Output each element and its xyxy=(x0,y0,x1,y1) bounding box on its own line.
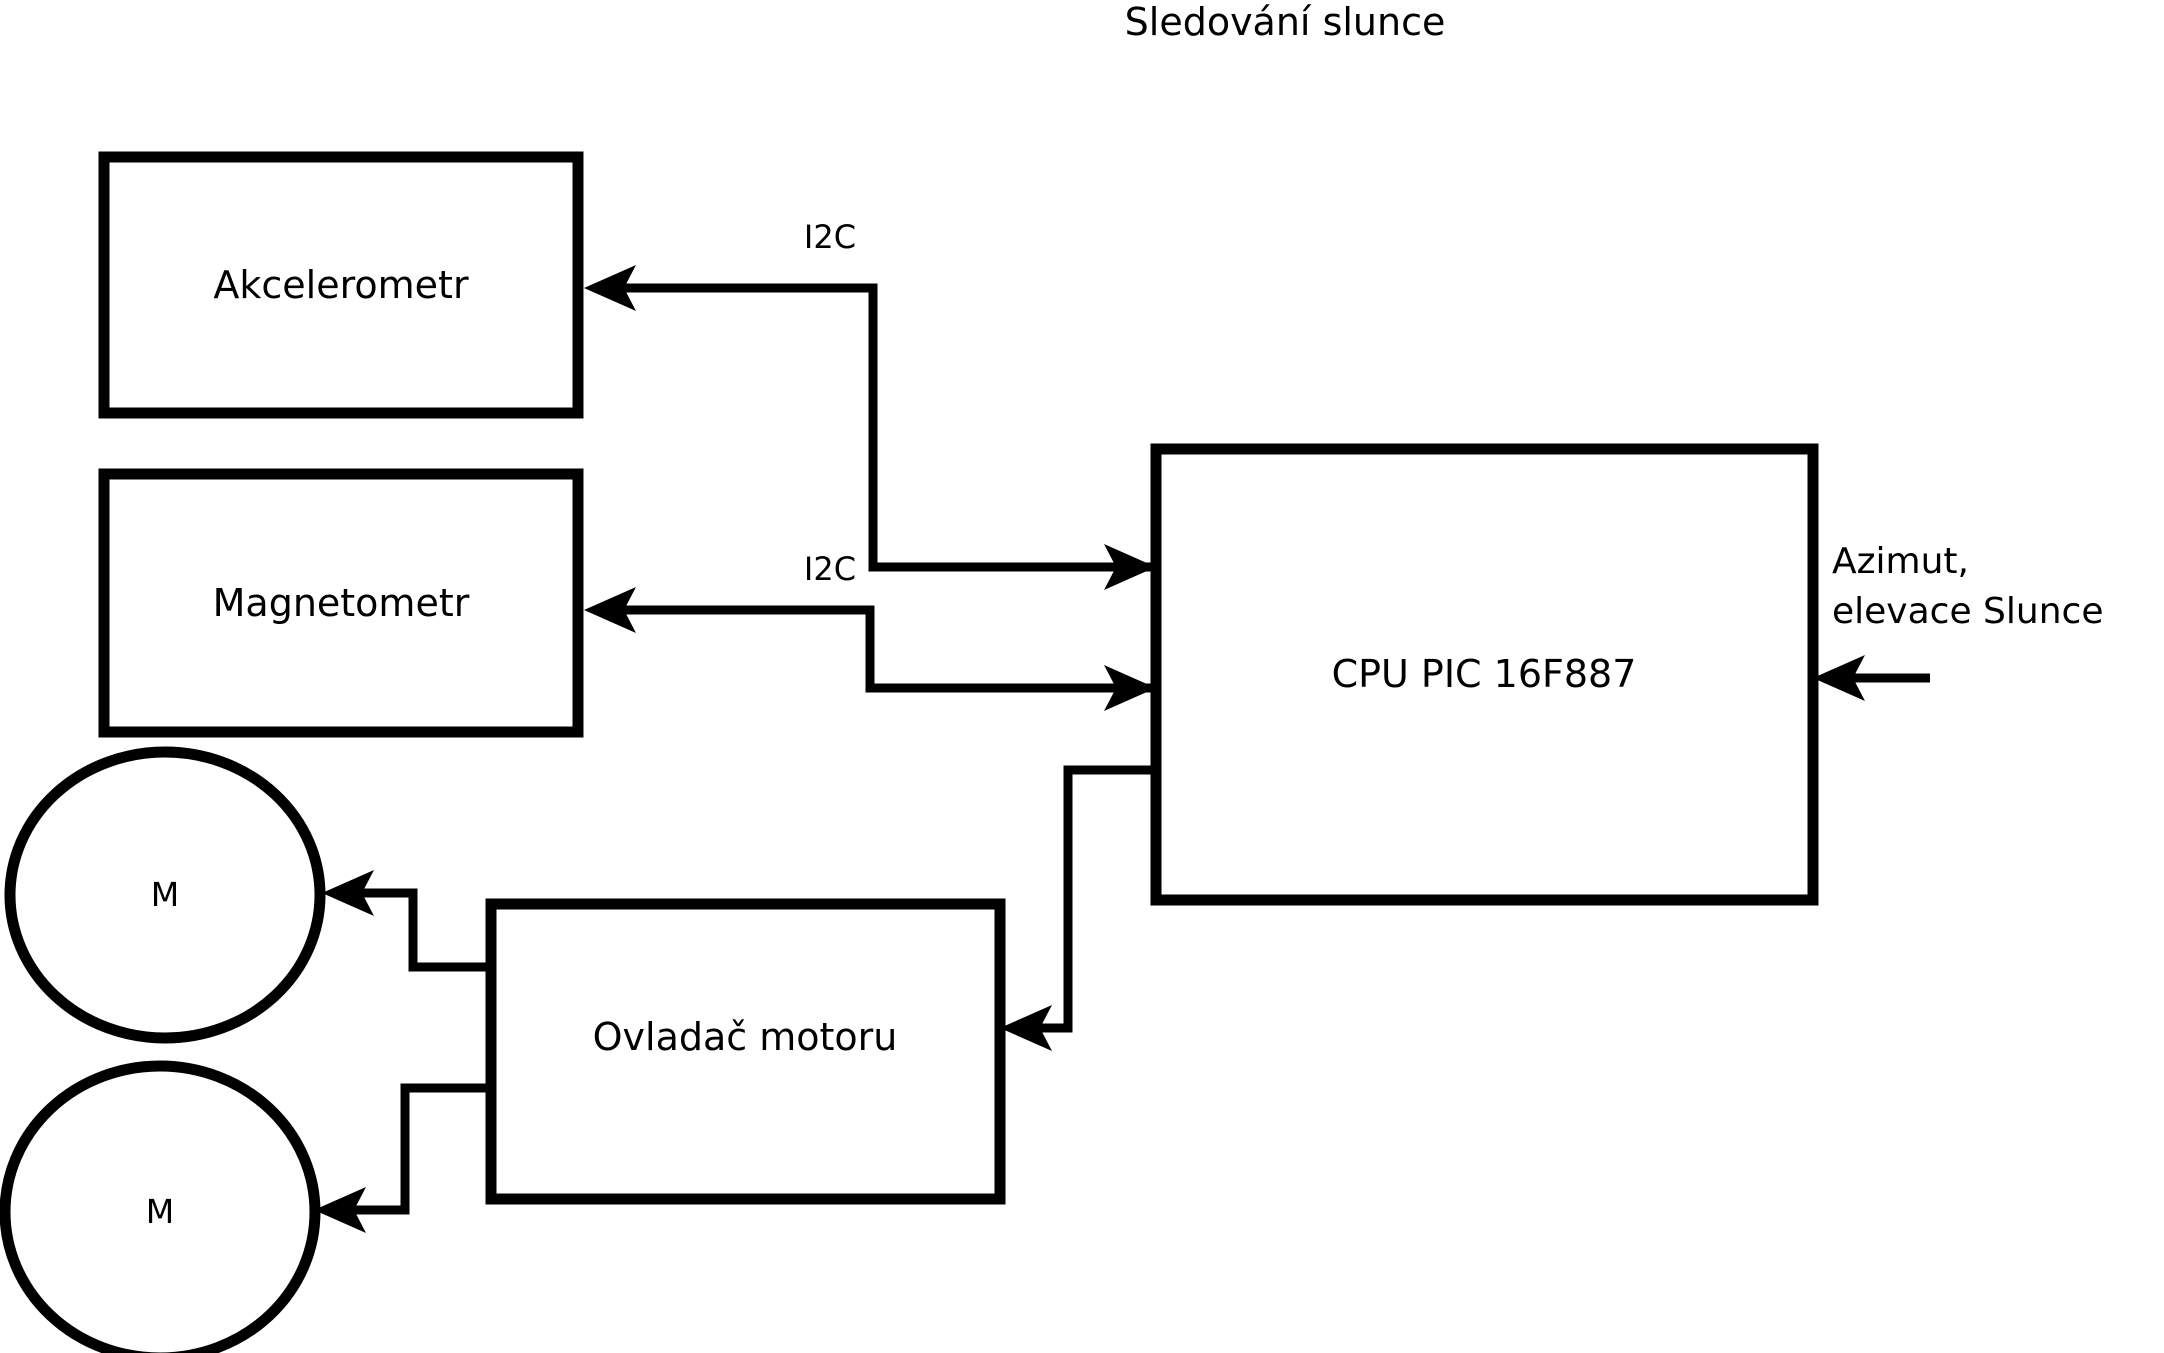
arrowhead-to-cpu-upper xyxy=(1104,544,1156,590)
cpu-box[interactable] xyxy=(1150,443,1819,906)
edge-label-i2c-accelerometer: I2C xyxy=(804,218,856,256)
arrowhead-to-motor-driver xyxy=(1000,1005,1052,1051)
node-cpu[interactable]: CPU PIC 16F887 xyxy=(1150,443,1819,906)
connector-cpu-to-motor-driver xyxy=(1000,765,1156,1051)
connector-motor-driver-to-motor-1 xyxy=(322,870,491,972)
magnetometer-box[interactable] xyxy=(98,468,584,738)
arrowhead-to-motor-2 xyxy=(314,1187,366,1233)
sun-input-label-line1: Azimut, xyxy=(1832,541,1969,582)
node-motor-driver[interactable]: Ovladač motoru xyxy=(485,898,1006,1205)
cpu-label: CPU PIC 16F887 xyxy=(1332,652,1637,696)
node-magnetometer[interactable]: Magnetometr xyxy=(98,468,584,738)
connector-magnetometer-to-cpu xyxy=(870,665,1156,711)
motor-driver-label: Ovladač motoru xyxy=(593,1015,898,1059)
motor-1-circle[interactable] xyxy=(4,746,326,1044)
arrowhead-sun-input xyxy=(1813,655,1865,701)
connector-sun-input-to-cpu xyxy=(1813,655,1930,701)
arrowhead-to-motor-1 xyxy=(322,870,374,916)
motor-1-label: M xyxy=(151,875,179,914)
motor-driver-box[interactable] xyxy=(485,898,1006,1205)
motor-2-label: M xyxy=(146,1192,174,1231)
magnetometer-label: Magnetometr xyxy=(213,581,470,625)
sun-input-label-line2: elevace Slunce xyxy=(1832,591,2103,632)
accelerometer-box[interactable] xyxy=(98,151,584,419)
accelerometer-label: Akcelerometr xyxy=(213,263,469,307)
connector-cpu-to-magnetometer xyxy=(584,587,1156,693)
node-motor-1[interactable]: M xyxy=(4,746,326,1044)
arrowhead-to-magnetometer xyxy=(584,587,636,633)
connector-motor-driver-to-motor-2 xyxy=(314,1083,491,1233)
connector-cpu-to-accelerometer xyxy=(584,265,1156,572)
arrowhead-to-accelerometer xyxy=(584,265,636,311)
node-motor-2[interactable]: M xyxy=(0,1060,321,1353)
connector-accelerometer-to-cpu xyxy=(873,544,1156,590)
arrowhead-to-cpu-lower xyxy=(1104,665,1156,711)
diagram-title: Sledování slunce xyxy=(1125,0,1446,44)
motor-2-circle[interactable] xyxy=(0,1060,321,1353)
node-accelerometer[interactable]: Akcelerometr xyxy=(98,151,584,419)
edge-label-i2c-magnetometer: I2C xyxy=(804,550,856,588)
